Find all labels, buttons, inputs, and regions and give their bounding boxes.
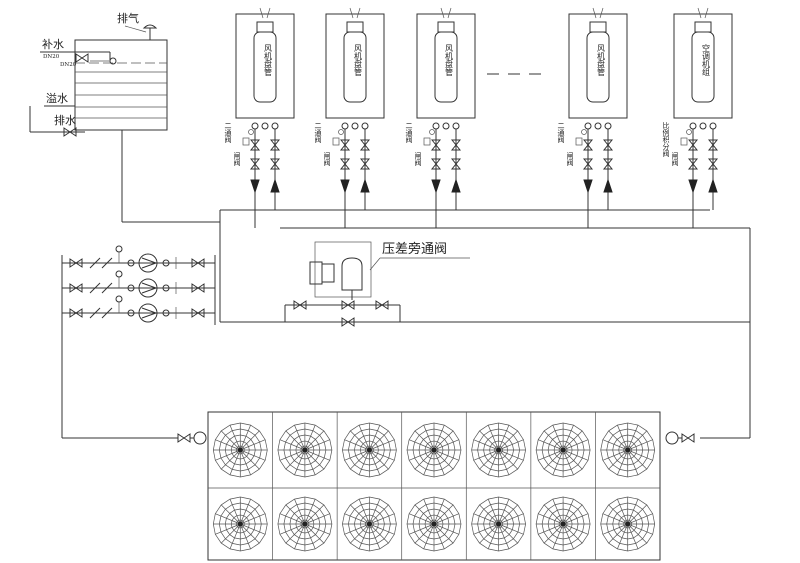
fan-icon [535,496,591,552]
fan-icon [471,496,526,552]
two-way-valve-label: 二通阀 [557,122,565,144]
makeup-pipe-size-2: DN20 [60,62,77,68]
two-way-valve-label: 二通阀 [314,122,322,144]
two-way-valve-label: 二通阀 [224,122,232,144]
unit-name: 风机盘管 [445,44,454,77]
pump-row [62,295,215,323]
bypass-valve-assembly: 压差旁通阀 [284,241,470,327]
unit-name: 空调机组 [702,43,711,76]
two-way-valve-label: 二通阀 [405,122,413,144]
unit-name: 风机盘管 [597,44,606,77]
overflow-label: 溢水 [46,91,68,105]
cooling-tower [177,411,695,561]
fan-icon [277,496,333,552]
fan-icon [342,422,397,478]
makeup-pipe-size: DN20 [43,54,60,60]
bypass-label: 压差旁通阀 [382,241,447,257]
unit-name: 风机盘管 [354,44,363,77]
gate-valve-label: 闸阀 [414,152,422,167]
pump-row [62,245,215,273]
gate-valve-label: 闸阀 [323,152,331,167]
unit-name: 风机盘管 [264,44,273,77]
gate-valve-label: 闸阀 [233,152,241,167]
gate-valve-label: 闸阀 [566,152,574,167]
fan-icon [406,422,462,478]
expansion-tank: 排气 补水 DN20 DN20 溢水 排水 [29,11,220,223]
fan-icon [277,422,333,478]
makeup-label: 补水 [42,38,64,51]
fan-icon [406,496,462,552]
pump-group [62,245,215,323]
fan-icon [471,422,526,478]
drain-label: 排水 [54,113,76,127]
vent-label: 排气 [117,11,139,25]
terminal-units: 风机盘管二通阀闸阀风机盘管二通阀闸阀风机盘管二通阀闸阀风机盘管二通阀闸阀空调机组… [224,7,733,228]
fan-icon [600,422,656,478]
gate-valve-label: 闸阀 [671,152,679,167]
fan-icon [535,422,591,478]
pump-row [62,270,215,298]
fan-icon [342,496,397,552]
two-way-valve-label: 比例积分阀 [662,121,670,158]
fan-icon [600,496,656,552]
fan-icon [212,496,268,552]
fan-icon [212,422,268,478]
